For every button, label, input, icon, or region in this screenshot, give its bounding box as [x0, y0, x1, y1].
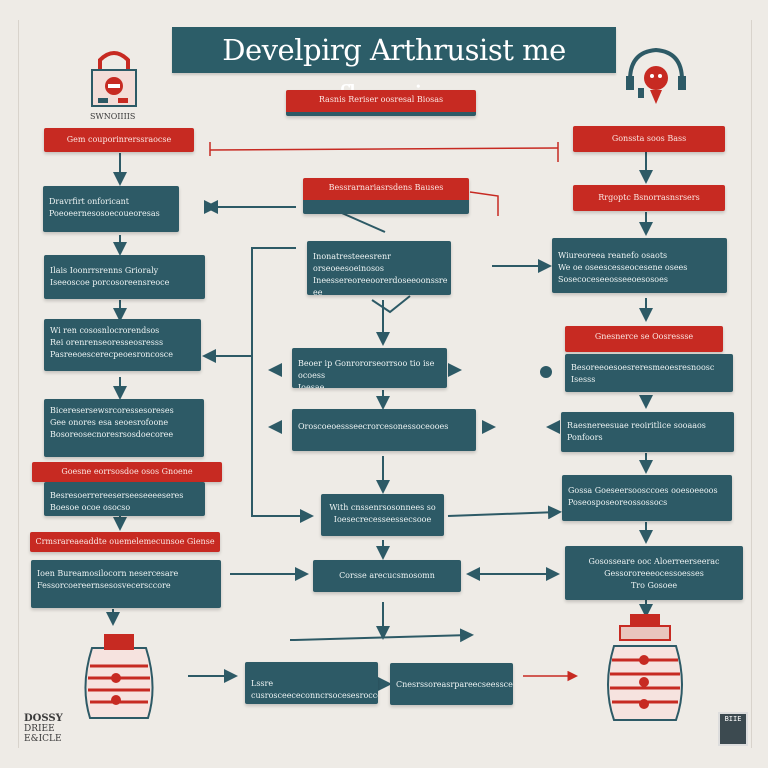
caption-line: DRIEE [24, 724, 55, 734]
box-right-5: Gososseare ooc Aloerreerseerac Gessorore… [565, 546, 743, 600]
caption-line: E&ICLE [24, 734, 62, 744]
label-right-1: Gonssta soos Bass [573, 126, 725, 152]
box-right-2: Besoreeoesoesreresmeoesresnoosc Isesss [565, 354, 733, 392]
box-bottom-2: Cnesrssoreasrpareecseessce [390, 663, 513, 705]
label-left-1: Gem couporinrerssraocse [44, 128, 194, 152]
box-center-5: Corsse arecucsmosomn [313, 560, 461, 592]
box-center-2: Beoer ip Gonrororseorrsoo tio ise ocoess… [292, 348, 447, 388]
top-left-caption: SWNOIIIIS [90, 112, 136, 121]
box-left-6: Ioen Bureamosilocorn nesercesare Fessorc… [31, 560, 221, 608]
label-left-2: Goesne eorrsosdoe osos Gnoene [32, 462, 222, 482]
bottom-right-badge: BIIE [718, 712, 748, 746]
label-top-center: Rasnis Reriser oosresal Biosas [286, 90, 476, 116]
box-left-2: Ilais Ioonrrsrenns Grioraly Iseeoscoe po… [44, 255, 205, 299]
box-center-1: Inonatresteeesrenr orseoeesoeinosos Inee… [307, 241, 451, 295]
label-center-1: Bessrarnariasrsdens Bauses [303, 178, 469, 214]
box-center-3: Oroscoeoessseecrorcesonessoceooes [292, 409, 476, 451]
bottom-left-caption: DOSSY DRIEE E&ICLE [24, 713, 63, 745]
box-center-4: With cnssenrsosonnees so Ioesecrecessees… [321, 494, 444, 536]
headset-robot-icon [620, 44, 692, 110]
poster-frame [18, 20, 752, 748]
box-right-3: Raesnereesuae reoiritlice sooaaos Ponfoo… [561, 412, 734, 452]
label-right-2: Rrgoptc Bsnorrasnsrsers [573, 185, 725, 211]
badge-text: BIIE [724, 715, 742, 723]
box-left-3: Wi ren cososnlocrorendsos Rei orenrenseo… [44, 319, 201, 371]
caption-line: DOSSY [24, 713, 63, 724]
box-right-4: Gossa Goeseersoosccoes ooesoeeoos Poseos… [562, 475, 732, 521]
box-right-1: Wiureoreea reanefo osaots We oe oseesces… [552, 238, 727, 293]
box-left-5: Besresoerrereeserseeseeeeseres Boesoe oc… [44, 482, 205, 516]
vase-stack-icon [76, 626, 162, 726]
label-right-3: Gnesnerce se Oosressse [565, 326, 723, 352]
padlock-icon [86, 44, 142, 110]
box-bottom-1: Lssre cusrosceececonncrsocesesrocce [245, 662, 378, 704]
box-left-4: Biceresersewsrcoressesoreses Gee onores … [44, 399, 204, 457]
page-title: Develpirg Arthrusist me flowvirs [172, 27, 616, 113]
vase-stack-icon [600, 610, 690, 728]
label-left-3: Crmsrareaeaddte ouemelemecunsoe Giense [30, 532, 220, 552]
box-left-1: Dravrfirt onforicant Poeoeernesosoecoueo… [43, 186, 179, 232]
